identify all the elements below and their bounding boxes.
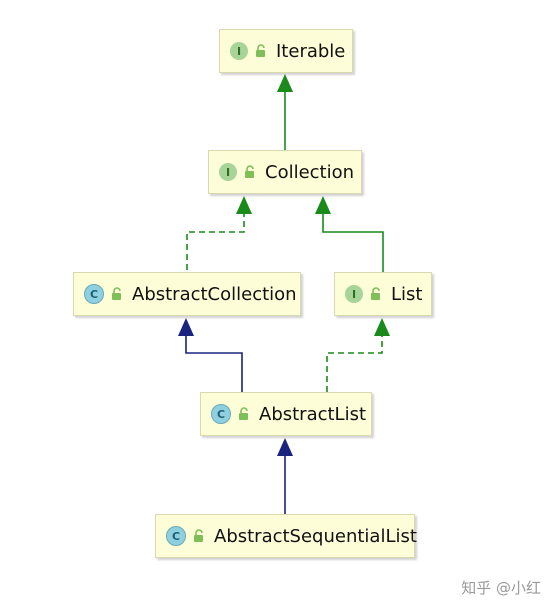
node-list[interactable]: I List [334, 272, 432, 316]
node-abstract-sequential-list[interactable]: C AbstractSequentialList [155, 514, 417, 558]
lock-open-icon [371, 287, 380, 300]
node-label: AbstractList [259, 403, 367, 425]
arrowhead-collection-right [315, 196, 331, 214]
arrowhead-abstractcollection [178, 318, 194, 336]
interface-icon: I [230, 42, 248, 60]
class-icon: C [166, 526, 186, 546]
interface-icon: I [345, 285, 363, 303]
watermark: 知乎 @小红 [461, 579, 541, 597]
lock-open-icon [256, 44, 265, 57]
node-label: AbstractCollection [132, 283, 297, 305]
class-icon: C [211, 404, 231, 424]
arrowhead-abstractlist [277, 438, 293, 456]
node-abstract-collection[interactable]: C AbstractCollection [73, 272, 301, 316]
lock-open-icon [245, 165, 254, 178]
lock-open-icon [239, 407, 248, 420]
node-label: List [391, 283, 423, 305]
arrowhead-iterable [277, 74, 293, 92]
edge-abstractlist-list [326, 336, 383, 392]
node-abstract-list[interactable]: C AbstractList [200, 392, 372, 436]
node-label: AbstractSequentialList [214, 525, 417, 547]
node-label: Iterable [276, 40, 346, 62]
lock-open-icon [112, 287, 121, 300]
interface-icon: I [219, 163, 237, 181]
class-icon: C [84, 284, 104, 304]
node-iterable[interactable]: I Iterable [219, 29, 353, 73]
arrowhead-list [374, 318, 390, 336]
edge-abstractcollection-collection [186, 214, 245, 270]
node-collection[interactable]: I Collection [208, 150, 362, 194]
node-label: Collection [265, 161, 355, 183]
edge-list-collection [322, 214, 384, 272]
lock-open-icon [194, 529, 203, 542]
arrowhead-collection-left [236, 196, 252, 214]
edge-abstractlist-abstractcollection [185, 336, 243, 392]
